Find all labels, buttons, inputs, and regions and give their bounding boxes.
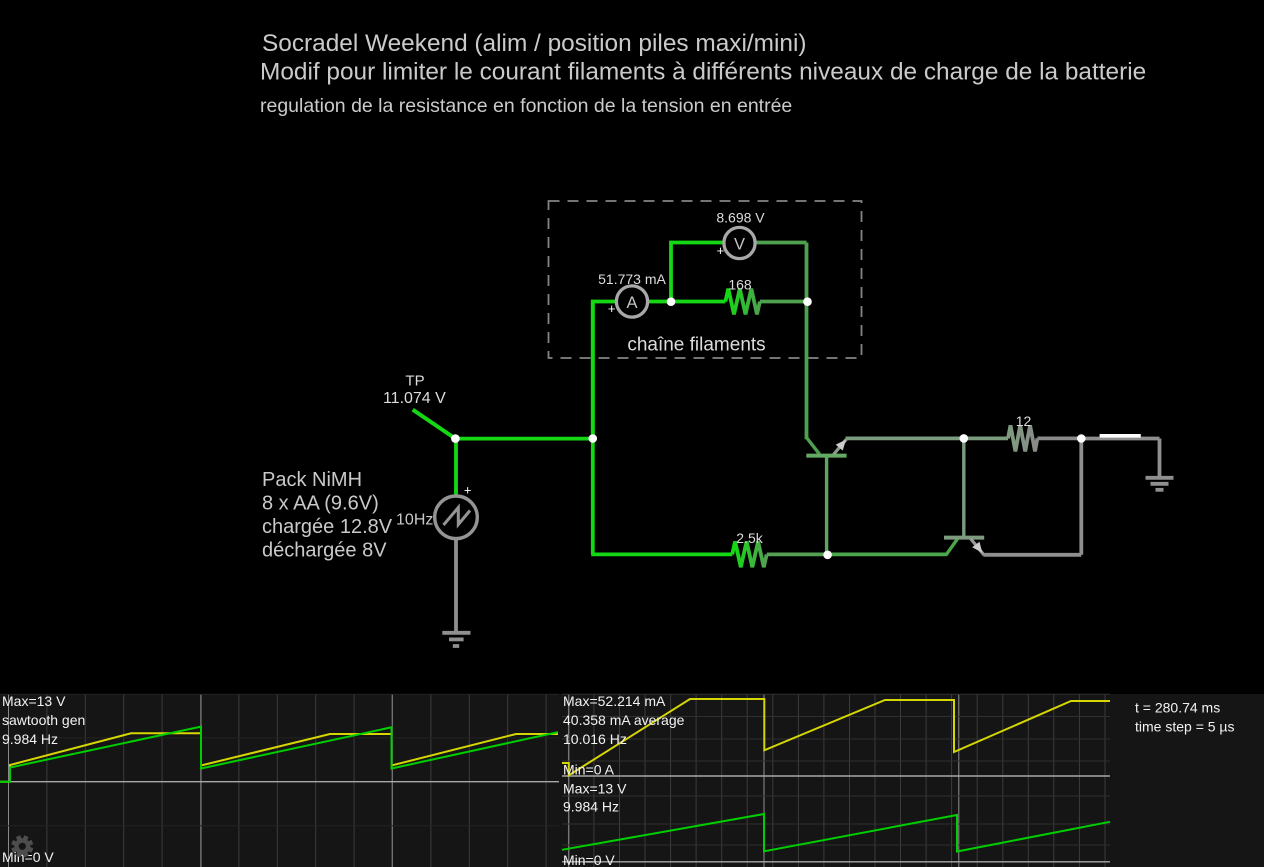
svg-text:10Hz: 10Hz — [396, 512, 433, 529]
svg-text:Min=0 V: Min=0 V — [2, 849, 54, 865]
svg-text:9.984 Hz: 9.984 Hz — [563, 799, 619, 815]
svg-text:Max=13 V: Max=13 V — [2, 693, 66, 709]
svg-text:+: + — [464, 483, 472, 498]
svg-text:A: A — [626, 294, 637, 312]
svg-text:10.016 Hz: 10.016 Hz — [563, 731, 627, 747]
svg-text:Min=0 A: Min=0 A — [563, 762, 615, 778]
svg-text:time step = 5 µs: time step = 5 µs — [1135, 719, 1235, 735]
svg-text:déchargée 8V: déchargée 8V — [262, 540, 387, 562]
svg-text:V: V — [734, 236, 745, 254]
svg-text:Min=0 V: Min=0 V — [563, 852, 615, 867]
svg-text:chaîne filaments: chaîne filaments — [627, 335, 765, 356]
svg-text:9.984 Hz: 9.984 Hz — [2, 731, 58, 747]
svg-text:regulation de la resistance en: regulation de la resistance en fonction … — [260, 95, 792, 117]
svg-text:11.074 V: 11.074 V — [383, 390, 446, 407]
svg-text:12: 12 — [1016, 413, 1032, 429]
svg-text:8.698 V: 8.698 V — [716, 210, 765, 226]
svg-text:+: + — [717, 243, 725, 258]
svg-text:chargée 12.8V: chargée 12.8V — [262, 516, 393, 538]
svg-text:8 x AA (9.6V): 8 x AA (9.6V) — [262, 493, 379, 515]
svg-text:51.773 mA: 51.773 mA — [598, 271, 666, 287]
svg-text:168: 168 — [728, 277, 752, 293]
svg-text:t = 280.74 ms: t = 280.74 ms — [1135, 700, 1220, 716]
svg-text:Modif pour limiter le courant: Modif pour limiter le courant filaments … — [260, 59, 1146, 86]
svg-text:2.5k: 2.5k — [736, 530, 763, 546]
svg-text:Max=13 V: Max=13 V — [563, 781, 627, 797]
svg-text:Socradel Weekend (alim / posit: Socradel Weekend (alim / position piles … — [262, 30, 807, 57]
svg-text:40.358 mA average: 40.358 mA average — [563, 712, 685, 728]
svg-text:Pack NiMH: Pack NiMH — [262, 469, 362, 491]
svg-text:sawtooth gen: sawtooth gen — [2, 712, 85, 728]
svg-text:+: + — [608, 301, 616, 316]
svg-text:TP: TP — [405, 373, 424, 390]
svg-text:Max=52.214 mA: Max=52.214 mA — [563, 693, 666, 709]
